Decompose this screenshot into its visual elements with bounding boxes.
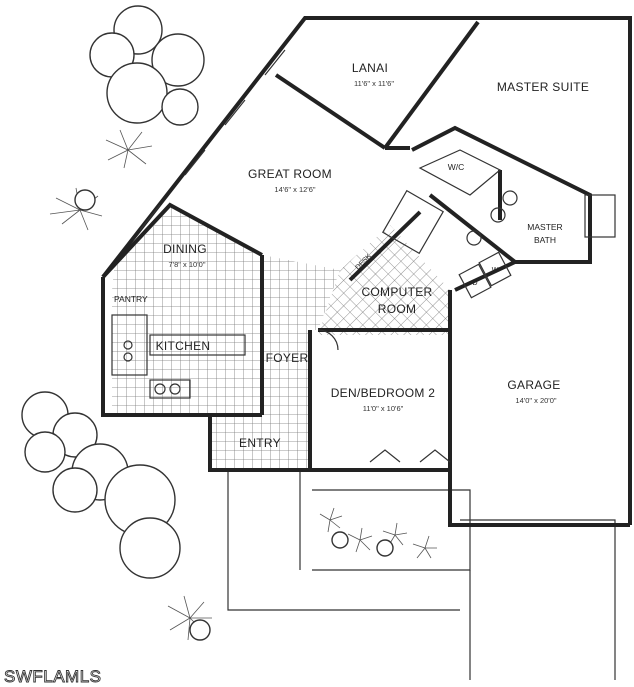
master-bath-label-line1: MASTER [527,222,562,232]
landscape-palm-upper-left [49,129,153,231]
entry-label: ENTRY [239,436,281,450]
kitchen-label: KITCHEN [156,339,211,353]
den-dims: 11'0" x 10'6" [363,404,404,413]
den-label: DEN/BEDROOM 2 [331,386,436,400]
lanai-label: LANAI [352,61,388,75]
garage-dims: 14'0" x 20'0" [515,396,556,405]
tile-floors [112,207,450,470]
garage-label: GARAGE [507,378,560,392]
wic-label: W/C [448,162,465,172]
dining-dims: 7'8" x 10'0" [169,260,206,269]
computer-room-label-line1: COMPUTER [361,285,432,299]
landscape-shrubs-lower-left [21,391,181,579]
pantry-label: PANTRY [114,294,148,304]
planter-bed [312,489,471,571]
computer-room-label-line2: ROOM [378,302,417,316]
lanai-dims: 11'6" x 11'6" [354,79,394,88]
washer-label: W [492,267,499,274]
great-room-label: GREAT ROOM [248,167,332,181]
master-suite-label: MASTER SUITE [497,80,589,94]
dryer-label: D [472,280,477,287]
driveway-lines [227,470,616,680]
great-room-dims: 14'6" x 12'6" [274,185,315,194]
fixtures [111,49,616,463]
landscape-shrubs-upper-left [89,5,205,126]
dining-label: DINING [163,242,207,256]
watermark: SWFLAMLS [4,667,102,686]
foyer-label: FOYER [266,351,309,365]
landscape-palm-lower-left [167,595,212,641]
master-bath-label-line2: BATH [534,235,556,245]
